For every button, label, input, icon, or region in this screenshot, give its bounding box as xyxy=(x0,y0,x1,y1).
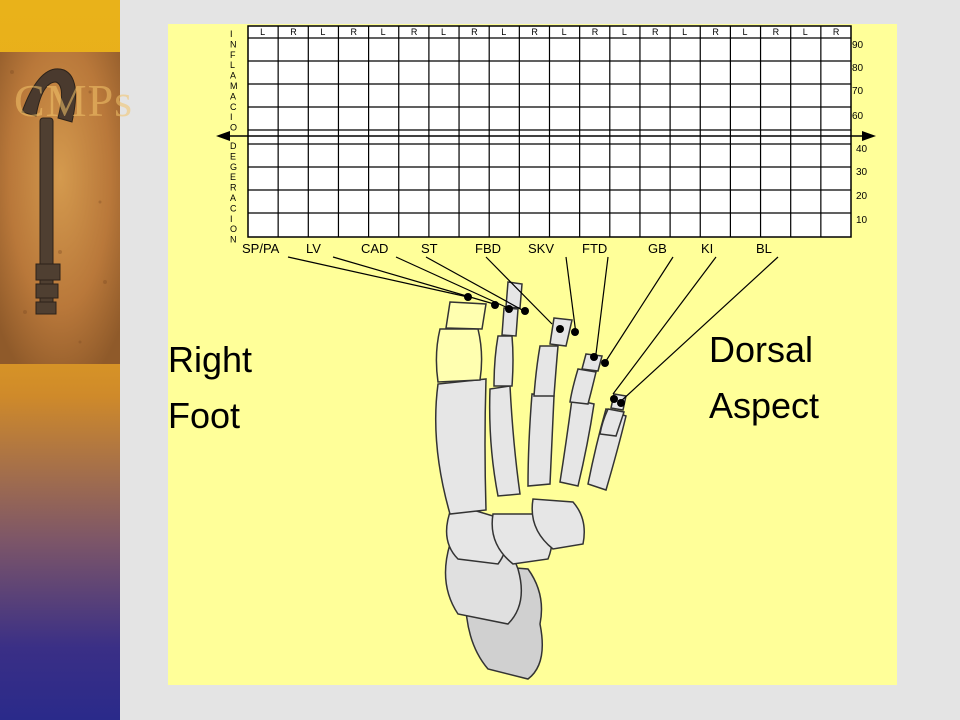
point-label: BL xyxy=(756,241,772,256)
column-header: L xyxy=(682,27,687,37)
column-header: L xyxy=(562,27,567,37)
scale-value: 90 xyxy=(852,40,864,51)
vertical-letter: R xyxy=(230,183,237,193)
vertical-letter: L xyxy=(230,60,235,70)
acupoint-leader-lines xyxy=(287,256,779,403)
scale-value: 70 xyxy=(852,86,864,97)
vertical-letter: I xyxy=(230,214,233,224)
vertical-letter: N xyxy=(230,235,237,245)
vertical-letter: N xyxy=(230,39,237,49)
vertical-letter: A xyxy=(230,71,236,81)
scale-bottom-values: 40 30 20 10 xyxy=(856,144,868,226)
column-header: L xyxy=(501,27,506,37)
column-header: L xyxy=(260,27,265,37)
scale-value: 20 xyxy=(856,191,868,202)
side-label-line1: Right xyxy=(168,339,252,380)
vertical-letter: M xyxy=(230,81,238,91)
column-header: R xyxy=(531,27,538,37)
column-header: R xyxy=(773,27,780,37)
chart-grid-lines xyxy=(248,26,851,237)
column-header: R xyxy=(290,27,297,37)
antique-key-image xyxy=(0,52,120,364)
vertical-letter: D xyxy=(230,141,237,151)
acupoint-dots xyxy=(464,293,625,407)
point-labels: SP/PA LV CAD ST FBD SKV FTD GB KI BL xyxy=(242,241,772,256)
vertical-letter: G xyxy=(230,162,237,172)
vertical-letter: A xyxy=(230,193,236,203)
vertical-letter: O xyxy=(230,123,237,133)
vertical-letter: O xyxy=(230,224,237,234)
column-header: L xyxy=(381,27,386,37)
column-header: R xyxy=(471,27,478,37)
scale-value: 30 xyxy=(856,167,868,178)
vertical-letter: I xyxy=(230,29,233,39)
column-header: L xyxy=(441,27,446,37)
scale-value: 60 xyxy=(852,111,864,122)
vertical-letter: F xyxy=(230,50,236,60)
point-label: CAD xyxy=(361,241,388,256)
column-header: L xyxy=(320,27,325,37)
vertical-letter: C xyxy=(230,203,237,213)
point-label: KI xyxy=(701,241,713,256)
point-label: LV xyxy=(306,241,321,256)
column-header: R xyxy=(833,27,840,37)
vertical-letter: I xyxy=(230,112,233,122)
slide-title: CMPs xyxy=(14,75,134,126)
column-header: R xyxy=(652,27,659,37)
side-label-line2: Foot xyxy=(168,395,240,436)
point-label: FBD xyxy=(475,241,501,256)
scale-value: 80 xyxy=(852,63,864,74)
point-label: GB xyxy=(648,241,667,256)
aspect-label-line2: Aspect xyxy=(709,385,819,426)
aspect-label-line1: Dorsal xyxy=(709,329,813,370)
scale-value: 40 xyxy=(856,144,868,155)
point-label: ST xyxy=(421,241,438,256)
column-header: R xyxy=(411,27,418,37)
point-label: SKV xyxy=(528,241,554,256)
scale-top-values: 90 80 70 60 xyxy=(852,40,864,122)
vertical-letter: C xyxy=(230,102,237,112)
scale-value: 10 xyxy=(856,215,868,226)
vertical-letter: E xyxy=(230,151,236,161)
vertical-letter: E xyxy=(230,172,236,182)
point-label: FTD xyxy=(582,241,607,256)
vertical-letter: A xyxy=(230,91,236,101)
column-header: L xyxy=(622,27,627,37)
column-header: L xyxy=(803,27,808,37)
point-label: SP/PA xyxy=(242,241,280,256)
column-header: R xyxy=(592,27,599,37)
column-header: L xyxy=(742,27,747,37)
column-header: R xyxy=(351,27,358,37)
center-axis-arrow xyxy=(216,131,876,141)
foot-skeleton-illustration xyxy=(435,281,627,680)
column-header: R xyxy=(712,27,719,37)
